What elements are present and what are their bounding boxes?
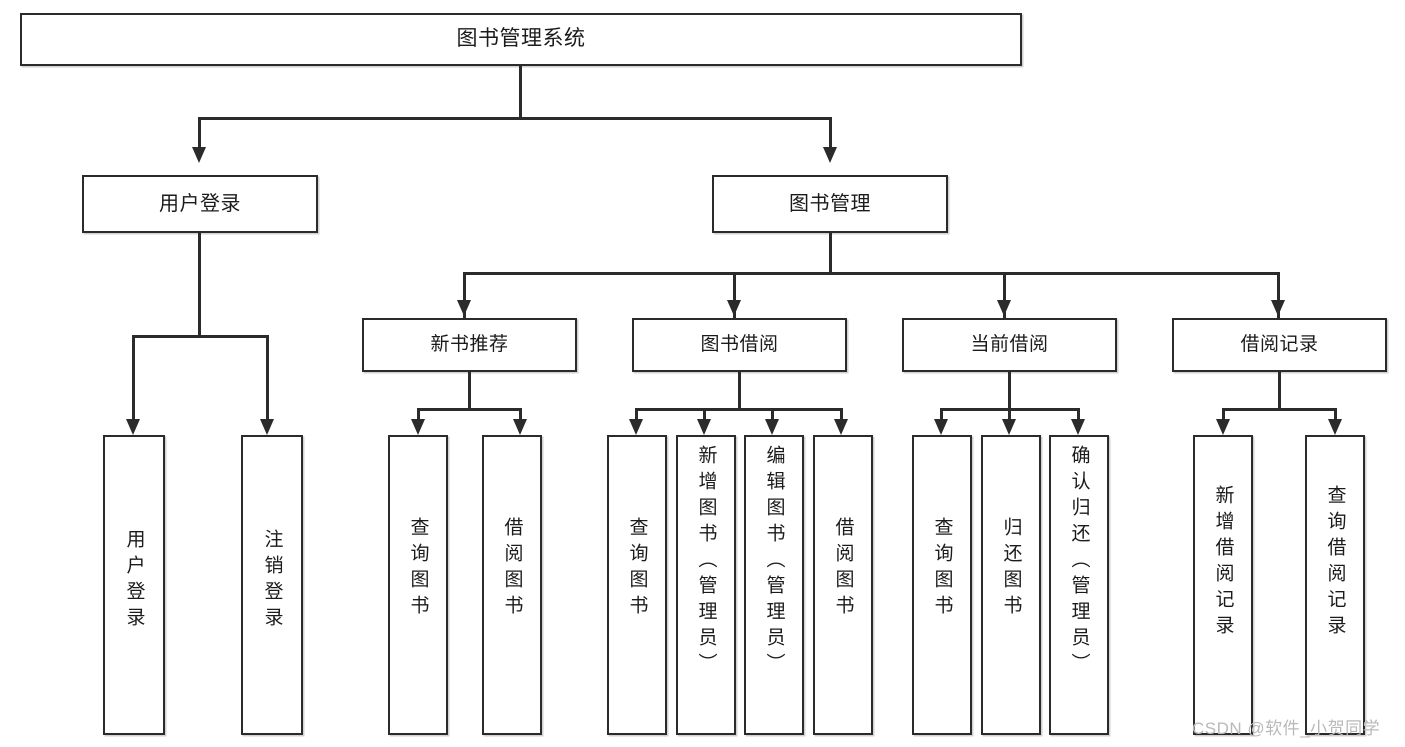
leaf-borrow-book-recommend[interactable]: 借阅图书 — [482, 435, 542, 735]
connector-level2-drop-1 — [463, 272, 466, 318]
arrowhead-to-borrowrecord-leaf-2 — [1328, 419, 1342, 435]
connector-currentborrow-drop-1 — [940, 408, 943, 419]
connector-root-stem — [519, 66, 522, 117]
node-label: 编辑图书（管理员） — [763, 445, 785, 679]
connector-bookmanage-stem — [829, 233, 832, 272]
node-book-management[interactable]: 图书管理 — [712, 175, 948, 233]
connector-level2-bar — [463, 272, 1280, 275]
leaf-query-borrow-record[interactable]: 查询借阅记录 — [1305, 435, 1365, 735]
connector-currentborrow-stem — [1008, 372, 1011, 410]
connector-currentborrow-drop-3 — [1077, 408, 1080, 419]
arrowhead-to-currentborrow-leaf-2 — [1002, 419, 1016, 435]
node-label: 查询借阅记录 — [1324, 485, 1346, 641]
arrowhead-to-borrow-record — [1271, 300, 1285, 316]
connector-borrowrecord-stem — [1278, 372, 1281, 410]
arrowhead-to-current-borrow — [997, 300, 1011, 316]
arrowhead-to-currentborrow-leaf-3 — [1071, 419, 1085, 435]
leaf-add-book-admin[interactable]: 新增图书（管理员） — [676, 435, 736, 735]
connector-root-right-drop — [829, 117, 832, 147]
arrowhead-to-user-login — [192, 147, 206, 163]
connector-borrowrecord-drop-1 — [1222, 408, 1225, 419]
connector-userlogin-drop-2 — [266, 335, 269, 419]
connector-bookborrow-drop-2 — [703, 408, 706, 419]
arrowhead-to-bookborrow-leaf-2 — [697, 419, 711, 435]
node-label: 借阅图书 — [832, 517, 854, 621]
connector-currentborrow-drop-2 — [1008, 408, 1011, 419]
arrowhead-to-bookborrow-leaf-1 — [629, 419, 643, 435]
arrowhead-to-book-manage — [823, 147, 837, 163]
node-label: 查询图书 — [407, 517, 429, 621]
node-label: 查询图书 — [931, 517, 953, 621]
arrowhead-to-leaf-user-login — [126, 419, 140, 435]
node-label: 借阅图书 — [501, 517, 523, 621]
connector-newbook-bar — [417, 408, 522, 411]
node-book-borrow[interactable]: 图书借阅 — [632, 318, 847, 372]
node-label: 新增借阅记录 — [1212, 485, 1234, 641]
connector-bookborrow-drop-1 — [635, 408, 638, 419]
arrowhead-to-bookborrow-leaf-4 — [834, 419, 848, 435]
node-label: 注销登录 — [261, 529, 283, 633]
leaf-query-book-recommend[interactable]: 查询图书 — [388, 435, 448, 735]
connector-level2-drop-2 — [733, 272, 736, 318]
connector-root-bar — [198, 117, 832, 120]
watermark-text: CSDN @软件_小贺同学 — [1192, 719, 1381, 738]
node-label: 新书推荐 — [430, 334, 509, 356]
node-new-book-recommend[interactable]: 新书推荐 — [362, 318, 577, 372]
node-root-system[interactable]: 图书管理系统 — [20, 13, 1022, 66]
arrowhead-to-new-book — [457, 300, 471, 316]
arrowhead-to-newbook-leaf-1 — [411, 419, 425, 435]
leaf-return-book[interactable]: 归还图书 — [981, 435, 1041, 735]
connector-userlogin-bar — [132, 335, 269, 338]
node-label: 图书管理 — [789, 192, 871, 215]
connector-borrowrecord-drop-2 — [1334, 408, 1337, 419]
node-current-borrow[interactable]: 当前借阅 — [902, 318, 1117, 372]
node-label: 借阅记录 — [1240, 334, 1319, 356]
arrowhead-to-book-borrow — [727, 300, 741, 316]
connector-bookborrow-bar — [635, 408, 843, 411]
arrowhead-to-currentborrow-leaf-1 — [934, 419, 948, 435]
connector-newbook-stem — [468, 372, 471, 410]
connector-newbook-drop-2 — [519, 408, 522, 419]
connector-bookborrow-stem — [738, 372, 741, 410]
node-label: 图书管理系统 — [456, 27, 586, 51]
connector-borrowrecord-bar — [1222, 408, 1337, 411]
leaf-borrow-book[interactable]: 借阅图书 — [813, 435, 873, 735]
leaf-edit-book-admin[interactable]: 编辑图书（管理员） — [744, 435, 804, 735]
arrowhead-to-leaf-logout — [260, 419, 274, 435]
node-label: 用户登录 — [159, 192, 241, 215]
leaf-add-borrow-record[interactable]: 新增借阅记录 — [1193, 435, 1253, 735]
connector-newbook-drop-1 — [417, 408, 420, 419]
connector-bookborrow-drop-4 — [840, 408, 843, 419]
node-label: 图书借阅 — [700, 334, 779, 356]
arrowhead-to-borrowrecord-leaf-1 — [1216, 419, 1230, 435]
node-label: 新增图书（管理员） — [695, 445, 717, 679]
connector-level2-drop-4 — [1277, 272, 1280, 318]
connector-userlogin-drop-1 — [132, 335, 135, 419]
node-label: 查询图书 — [626, 517, 648, 621]
connector-root-left-drop — [198, 117, 201, 147]
node-label: 归还图书 — [1000, 517, 1022, 621]
node-label: 确认归还（管理员） — [1068, 445, 1090, 679]
node-user-login[interactable]: 用户登录 — [82, 175, 318, 233]
arrowhead-to-newbook-leaf-2 — [513, 419, 527, 435]
leaf-logout[interactable]: 注销登录 — [241, 435, 303, 735]
arrowhead-to-bookborrow-leaf-3 — [765, 419, 779, 435]
leaf-query-book-current[interactable]: 查询图书 — [912, 435, 972, 735]
leaf-user-login[interactable]: 用户登录 — [103, 435, 165, 735]
node-borrow-record[interactable]: 借阅记录 — [1172, 318, 1387, 372]
leaf-query-book-borrow[interactable]: 查询图书 — [607, 435, 667, 735]
node-label: 当前借阅 — [970, 334, 1049, 356]
connector-level2-drop-3 — [1003, 272, 1006, 318]
node-label: 用户登录 — [123, 529, 145, 633]
connector-userlogin-stem — [198, 233, 201, 335]
connector-bookborrow-drop-3 — [771, 408, 774, 419]
leaf-confirm-return-admin[interactable]: 确认归还（管理员） — [1049, 435, 1109, 735]
